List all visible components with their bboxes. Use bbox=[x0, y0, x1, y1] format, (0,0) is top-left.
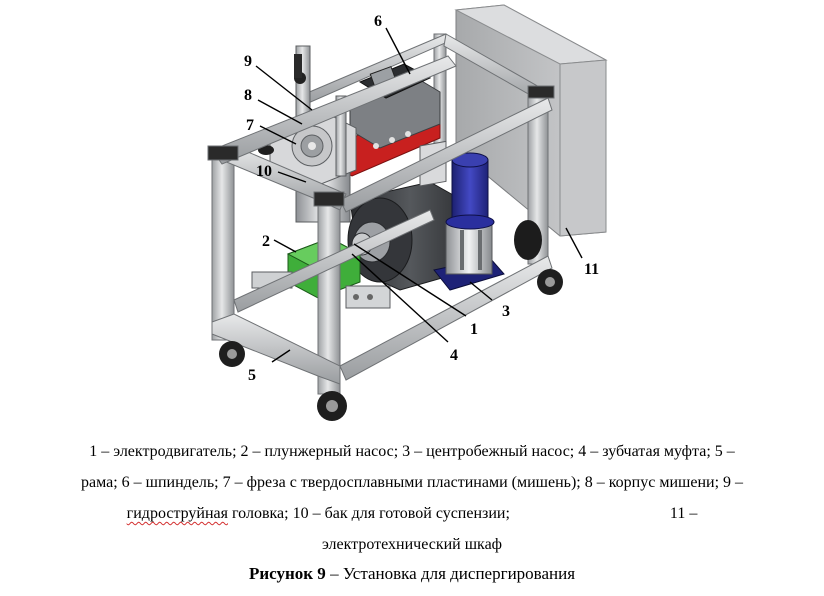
centrifugal-pump bbox=[433, 152, 505, 291]
callout-1: 1 bbox=[470, 321, 478, 338]
legend-line-3: гидроструйная головка; 10 – бак для гото… bbox=[12, 498, 812, 529]
dispersing-unit-figure: 9 8 7 6 10 2 1 4 3 5 11 bbox=[207, 4, 608, 421]
callout-6: 6 bbox=[374, 13, 382, 30]
callout-7: 7 bbox=[246, 117, 254, 134]
leader-lines bbox=[255, 27, 583, 363]
figure-legend: 1 – электродвигатель; 2 – плунжерный нас… bbox=[12, 436, 812, 560]
misspelled-word: гидроструйная bbox=[126, 505, 228, 522]
legend-line-3-end: 11 – bbox=[669, 505, 698, 522]
callout-2: 2 bbox=[262, 233, 270, 250]
callout-5: 5 bbox=[248, 367, 256, 384]
figure-caption-text: – Установка для диспергирования bbox=[325, 564, 576, 583]
legend-line-4: электротехнический шкаф bbox=[321, 536, 503, 553]
legend-line-1: 1 – электродвигатель; 2 – плунжерный нас… bbox=[89, 443, 735, 460]
callout-3: 3 bbox=[502, 303, 510, 320]
legend-line-3-text: головка; 10 – бак для готовой суспензии; bbox=[228, 505, 510, 522]
callout-10: 10 bbox=[256, 163, 272, 180]
figure-label: Рисунок 9 bbox=[248, 564, 326, 583]
frame-front bbox=[207, 55, 555, 395]
casters bbox=[219, 220, 563, 421]
legend-line-2: рама; 6 – шпиндель; 7 – фреза с твердосп… bbox=[80, 474, 744, 491]
figure-caption: Рисунок 9 – Установка для диспергировани… bbox=[0, 564, 824, 584]
callout-11: 11 bbox=[584, 261, 599, 278]
target-housing bbox=[258, 45, 357, 191]
callout-9: 9 bbox=[244, 53, 252, 70]
callout-8: 8 bbox=[244, 87, 252, 104]
callout-4: 4 bbox=[450, 347, 458, 364]
